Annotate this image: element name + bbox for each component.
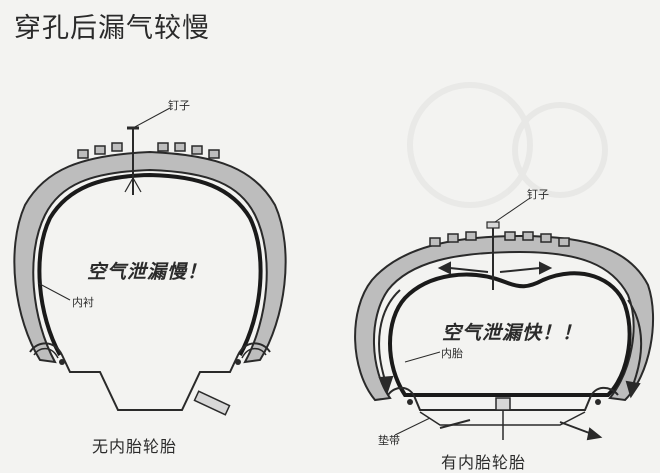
- tubeless-tread: [77, 142, 220, 159]
- tubeless-liner-label: 内衬: [72, 296, 94, 309]
- inner-tube: [388, 271, 632, 397]
- tubeless-valve: [193, 390, 231, 416]
- page-title: 穿孔后漏气较慢: [14, 13, 210, 44]
- tubeless-inner-liner: [37, 172, 263, 356]
- background-watermark: [407, 82, 608, 208]
- tube-tire-body: [354, 234, 654, 402]
- tubeless-tire-body: [13, 150, 287, 364]
- tube-nail: [486, 197, 531, 290]
- tube-air-leak-label: 空气泄漏快！！: [442, 322, 583, 344]
- tubeless-rim: [29, 342, 271, 411]
- air-flow-arrows: [378, 261, 642, 441]
- tubeless-air-leak-label: 空气泄漏慢！: [87, 261, 208, 283]
- tube-caption: 有内胎轮胎: [441, 453, 527, 472]
- tube-inner-tube-label: 内胎: [441, 347, 463, 360]
- tube-tire: [354, 197, 654, 441]
- tube-flap-label: 垫带: [378, 434, 400, 447]
- tubeless-nail-label: 钉子: [168, 99, 190, 112]
- tubeless-tire: [13, 107, 287, 416]
- tubeless-caption: 无内胎轮胎: [92, 437, 178, 456]
- tube-valve: [495, 397, 511, 440]
- tubeless-nail: [124, 107, 171, 195]
- tube-nail-label: 钉子: [527, 188, 549, 201]
- tube-tread: [429, 231, 570, 247]
